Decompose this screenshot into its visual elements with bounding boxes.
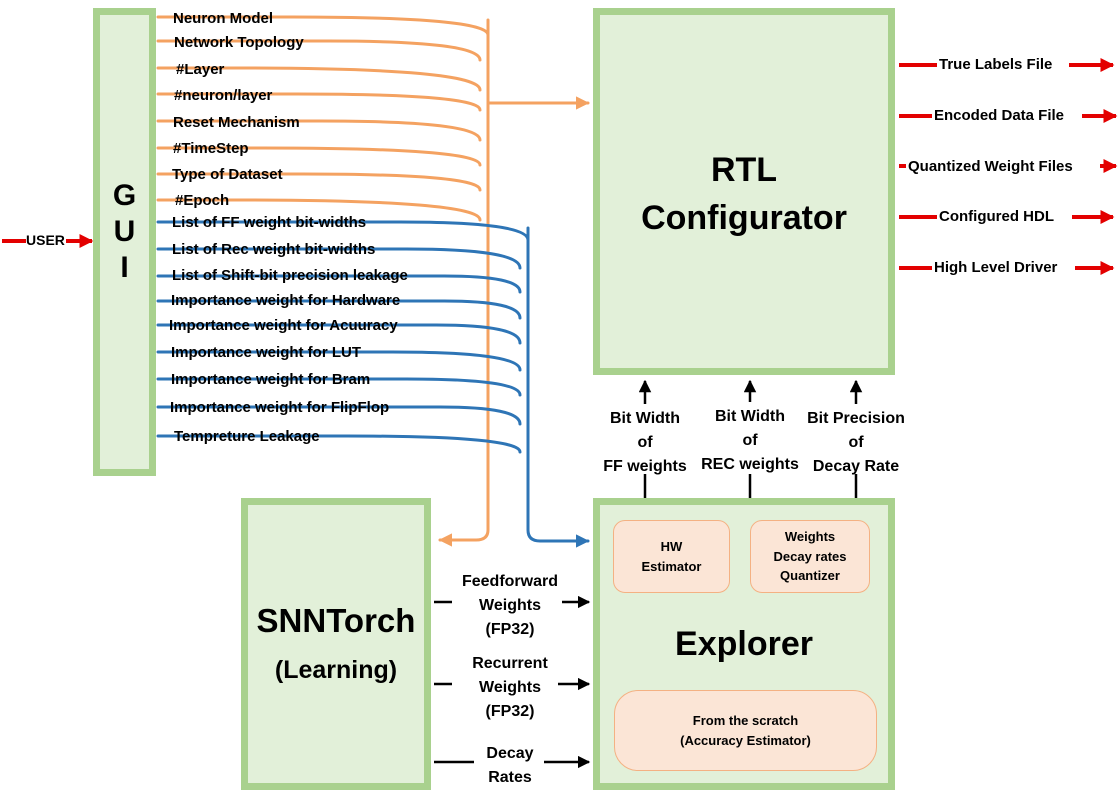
param-network-topology: Network Topology (174, 34, 304, 51)
label-decay-rates: Decay Rates (486, 745, 534, 786)
param-layer: #Layer (176, 61, 225, 78)
param-neuron-model: Neuron Model (173, 10, 273, 27)
rtl-configurator-box (593, 8, 895, 375)
param-neuron-per-layer: #neuron/layer (174, 87, 273, 104)
accuracy-estimator-label: From the scratch (Accuracy Estimator) (680, 713, 811, 748)
param-importance-lut: Importance weight for LUT (171, 344, 362, 361)
snntorch-box (241, 498, 431, 790)
blue-param-lines (156, 220, 590, 548)
gui-title: G U I (112, 179, 137, 284)
snn-to-explorer-arrows (434, 595, 591, 769)
gui-box (93, 8, 156, 476)
param-temperature-leakage: Tempreture Leakage (174, 428, 320, 445)
param-importance-bram: Importance weight for Bram (171, 371, 371, 388)
param-epoch: #Epoch (175, 192, 230, 209)
param-importance-flipflop: Importance weight for FlipFlop (170, 399, 390, 416)
param-rec-bit-widths: List of Rec weight bit-widths (172, 241, 376, 258)
accuracy-estimator-box: From the scratch (Accuracy Estimator) (614, 690, 877, 771)
param-ff-bit-widths: List of FF weight bit-widths (172, 214, 367, 231)
quantizer-label: Weights Decay rates Quantizer (773, 529, 847, 584)
hw-estimator-label: HW Estimator (641, 539, 702, 574)
orange-param-lines (156, 15, 590, 547)
snntorch-subtitle: (Learning) (274, 656, 398, 684)
quantizer-box: Weights Decay rates Quantizer (750, 520, 870, 593)
label-bitprecision-decay: Bit Precision of Decay Rate (807, 410, 905, 475)
param-reset-mechanism: Reset Mechanism (173, 114, 300, 131)
hw-estimator-box: HW Estimator (613, 520, 730, 593)
rtl-configurator-title: RTL Configurator (641, 151, 847, 237)
snntorch-title: SNNTorch (256, 602, 416, 639)
param-type-of-dataset: Type of Dataset (172, 166, 283, 183)
output-configured-hdl: Configured HDL (939, 208, 1054, 225)
param-timestep: #TimeStep (173, 140, 249, 157)
output-arrows (899, 58, 1118, 275)
label-bitwidth-ff: Bit Width of FF weights (603, 410, 687, 475)
label-recurrent-weights: Recurrent Weights (FP32) (472, 655, 548, 720)
explorer-to-rtl-arrows (638, 379, 863, 498)
param-importance-accuracy: Importance weight for Acuuracy (169, 317, 398, 334)
output-true-labels: True Labels File (939, 56, 1053, 73)
label-bitwidth-rec: Bit Width of REC weights (701, 408, 799, 473)
output-high-level-driver: High Level Driver (934, 259, 1058, 276)
explorer-title: Explorer (675, 625, 813, 663)
label-feedforward-weights: Feedforward Weights (FP32) (461, 573, 558, 638)
param-shift-bit-precision: List of Shift-bit precision leakage (172, 267, 408, 284)
output-encoded-data: Encoded Data File (934, 107, 1065, 124)
user-label: USER (26, 232, 65, 248)
output-quantized-weights: Quantized Weight Files (908, 158, 1073, 175)
param-importance-hardware: Importance weight for Hardware (171, 292, 401, 309)
